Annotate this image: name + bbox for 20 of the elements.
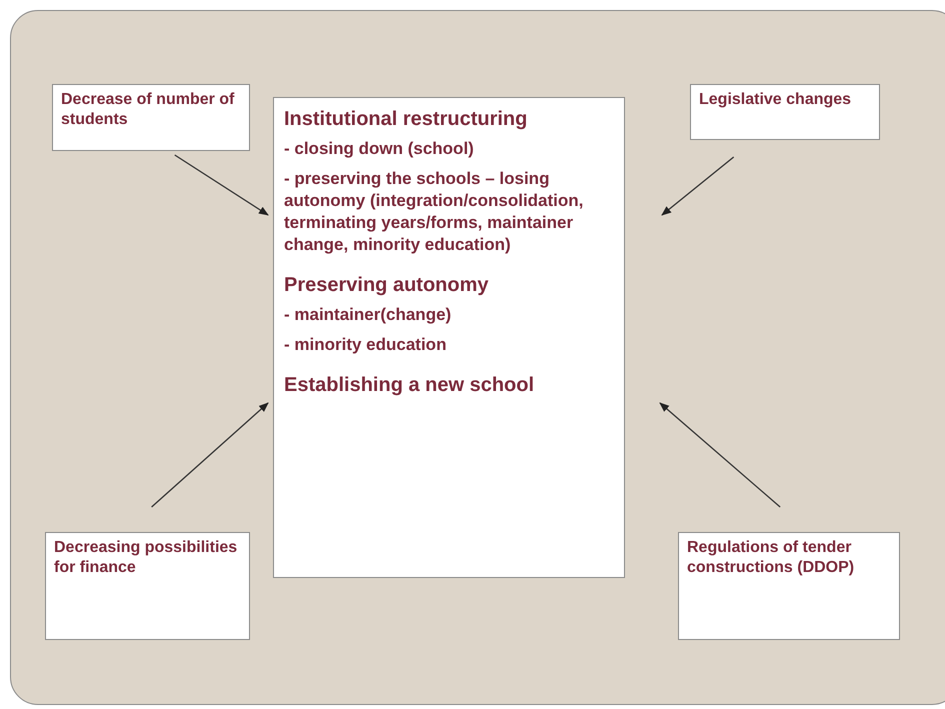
arrow xyxy=(174,154,269,216)
factor-box xyxy=(52,84,250,151)
factor-text: Decreasing possibilities for finance xyxy=(54,538,238,578)
factor-text: Decrease of number of students xyxy=(61,90,236,130)
arrow xyxy=(659,402,781,508)
section-heading: Preserving autonomy xyxy=(284,273,490,298)
arrow xyxy=(151,402,269,508)
factor-box xyxy=(690,84,880,140)
arrow xyxy=(661,156,734,216)
section-heading: Institutional restructuring xyxy=(284,107,528,132)
bullet-text: - maintainer(change) xyxy=(284,304,452,326)
bullet-text: - preserving the schools – losing autonomy (integration/consolidation, terminating years/forms, maintainer change, minority education) xyxy=(284,168,584,256)
bullet-text: - closing down (school) xyxy=(284,138,475,160)
section-heading: Establishing a new school xyxy=(284,373,536,398)
content-box xyxy=(273,97,625,578)
factor-text: Legislative changes xyxy=(699,90,852,110)
factor-text: Regulations of tender constructions (DDOP) xyxy=(687,538,856,578)
bullet-text: - minority education xyxy=(284,334,448,356)
factor-box xyxy=(45,532,250,640)
factor-box xyxy=(678,532,900,640)
